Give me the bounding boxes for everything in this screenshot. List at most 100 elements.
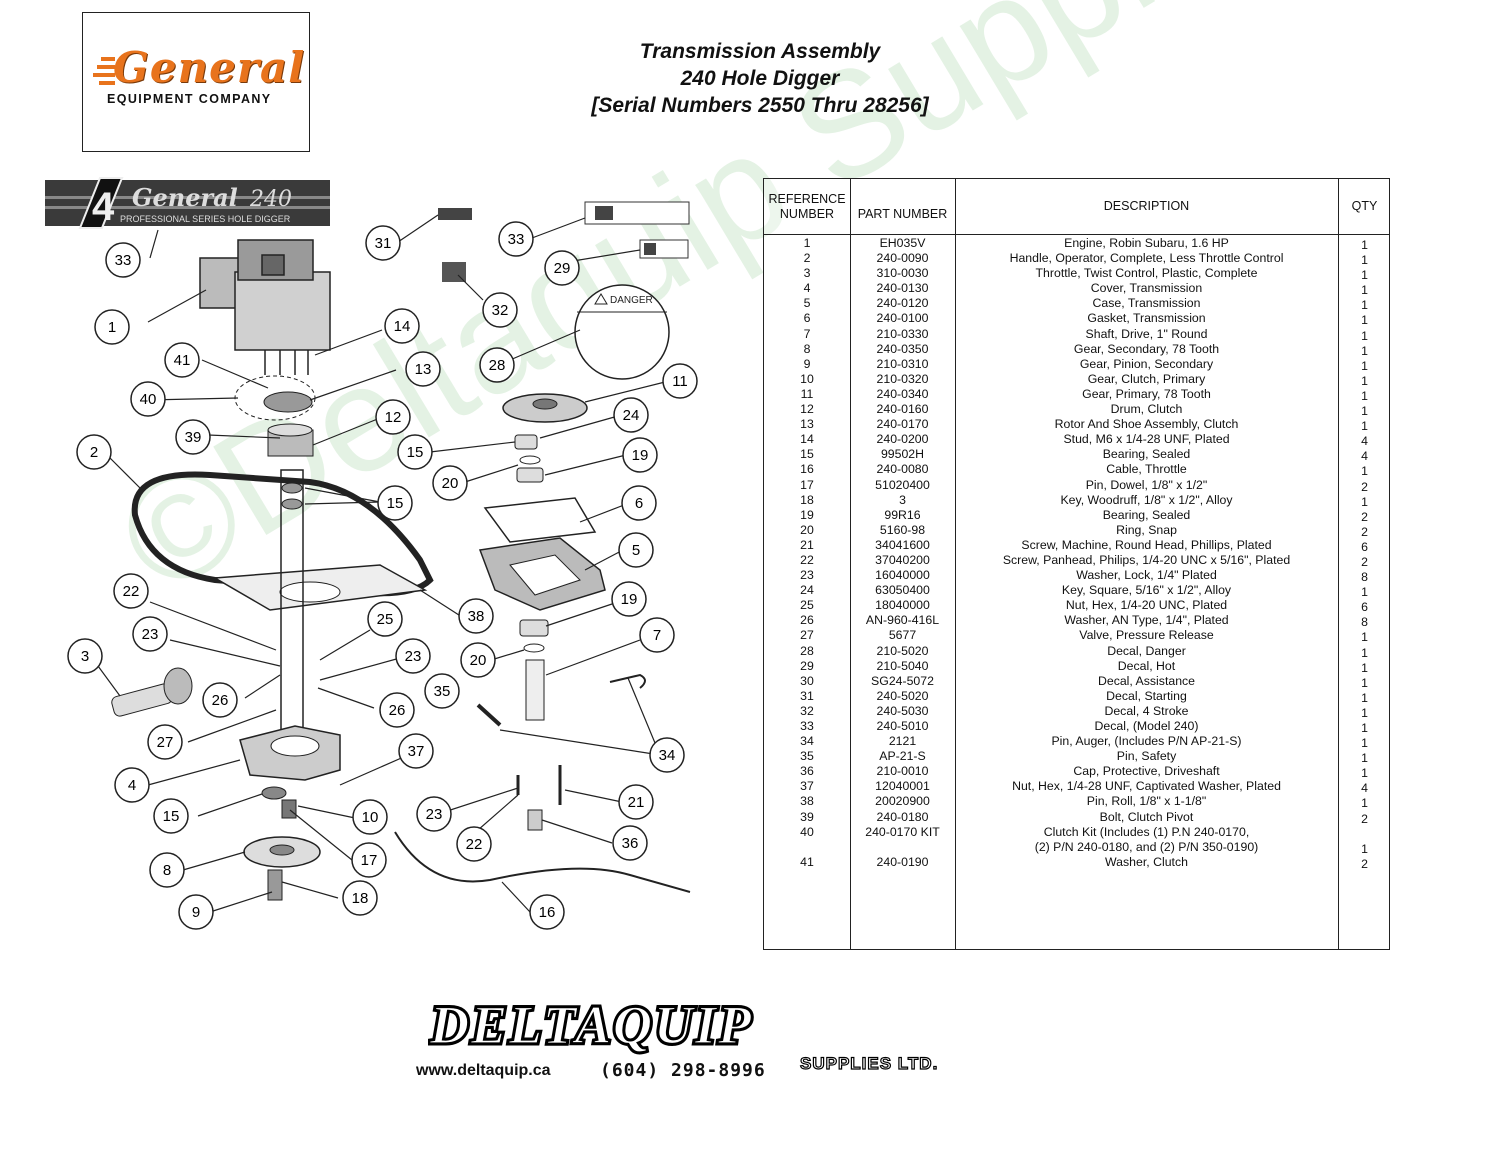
cell-qty: 1 — [1361, 358, 1368, 373]
callout-35: 35 — [424, 673, 460, 709]
cell-description: Screw, Machine, Round Head, Phillips, Pl… — [1021, 537, 1272, 552]
cell-description: Decal, Starting — [1106, 688, 1187, 703]
cell-part-number: 310-0030 — [876, 266, 929, 281]
svg-text:2: 2 — [90, 444, 98, 461]
throttle-cable — [394, 831, 691, 893]
cell-description: Drum, Clutch — [1110, 402, 1183, 417]
cell-part-number: 240-0200 — [876, 432, 929, 447]
protective-cap — [527, 809, 543, 831]
cell-ref-number: 38 — [800, 794, 814, 809]
callout-36: 36 — [612, 825, 648, 861]
svg-text:22: 22 — [123, 583, 140, 600]
cell-part-number: 3 — [899, 492, 906, 507]
cell-qty: 1 — [1361, 419, 1368, 434]
website-link[interactable]: www.deltaquip.ca — [416, 1062, 551, 1079]
svg-text:1: 1 — [108, 319, 116, 336]
cell-description: Gear, Pinion, Secondary — [1079, 356, 1214, 371]
cell-description: Shaft, Drive, 1" Round — [1085, 326, 1208, 341]
cell-ref-number: 22 — [800, 552, 814, 567]
cell-description: Nut, Hex, 1/4-28 UNF, Captivated Washer,… — [1012, 779, 1281, 794]
callout-19b: 19 — [611, 581, 647, 617]
svg-text:15: 15 — [163, 808, 180, 825]
cell-qty: 1 — [1361, 253, 1368, 268]
brand-logo: General EQUIPMENT COMPANY — [82, 12, 310, 152]
cell-description: Case, Transmission — [1092, 296, 1201, 311]
cell-part-number: 20020900 — [875, 794, 930, 809]
cell-ref-number: 28 — [800, 643, 814, 658]
cell-part-number: 240-0120 — [876, 296, 929, 311]
title-line-2: 240 Hole Digger — [680, 67, 840, 90]
cell-part-number: 16040000 — [875, 568, 930, 583]
cell-qty: 8 — [1361, 570, 1368, 585]
cell-qty: 1 — [1361, 404, 1368, 419]
svg-text:25: 25 — [377, 611, 394, 628]
cell-part-number: 99R16 — [884, 507, 921, 522]
callout-31: 31 — [365, 225, 401, 261]
callout-24: 24 — [613, 397, 649, 433]
svg-text:9: 9 — [192, 904, 200, 921]
callout-5: 5 — [618, 532, 654, 568]
cell-description: Pin, Safety — [1116, 749, 1177, 764]
cell-part-number: 240-0160 — [876, 402, 929, 417]
callout-39: 39 — [175, 419, 211, 455]
cell-description: Key, Square, 5/16" x 1/2", Alloy — [1061, 583, 1232, 598]
callout-32: 32 — [482, 292, 518, 328]
callout-3: 3 — [67, 638, 103, 674]
cell-ref-number: 37 — [800, 779, 814, 794]
svg-text:27: 27 — [157, 734, 174, 751]
cell-part-number: 240-0130 — [876, 281, 929, 296]
cell-part-number: 210-5040 — [876, 658, 929, 673]
cell-description: Throttle, Twist Control, Plastic, Comple… — [1035, 266, 1258, 281]
cell-part-number: 240-5010 — [876, 719, 929, 733]
cell-part-number: 210-0320 — [876, 371, 929, 386]
cell-ref-number: 24 — [800, 583, 814, 598]
cell-part-number: 240-5030 — [876, 703, 929, 718]
callout-15c: 15 — [153, 798, 189, 834]
cell-description: Bearing, Sealed — [1102, 447, 1191, 462]
svg-text:15: 15 — [407, 444, 424, 461]
svg-text:37: 37 — [408, 743, 425, 760]
cell-ref-number: 36 — [800, 764, 814, 779]
cell-part-number: 5160-98 — [879, 522, 926, 537]
callout-26b: 26 — [379, 692, 415, 728]
cell-part-number: SG24-5072 — [871, 673, 934, 688]
cell-part-number: 240-5020 — [876, 688, 929, 703]
cell-part-number: 240-0080 — [876, 462, 929, 477]
callout-33: 33 — [105, 242, 141, 278]
callout-23b: 23 — [395, 638, 431, 674]
cell-ref-number: 13 — [800, 417, 814, 432]
cell-ref-number: 23 — [800, 568, 814, 583]
logo-sub: SUPPLIES LTD. — [800, 1054, 938, 1073]
cell-description: Gasket, Transmission — [1087, 311, 1206, 326]
cell-description-line-2: (2) P/N 240-0180, and (2) P/N 350-0190) — [1034, 839, 1259, 854]
cell-description: Decal, Danger — [1107, 643, 1186, 658]
cell-ref-number: 9 — [803, 356, 811, 371]
cell-ref-number: 4 — [803, 281, 811, 296]
cell-qty: 2 — [1361, 554, 1368, 569]
cell-qty: 1 — [1361, 705, 1368, 720]
callout-19a: 19 — [622, 437, 658, 473]
cell-qty: 6 — [1361, 539, 1368, 554]
cell-description: Rotor And Shoe Assembly, Clutch — [1054, 417, 1239, 432]
pinion-gear — [267, 869, 283, 901]
callout-20b: 20 — [460, 642, 496, 678]
cell-qty: 1 — [1361, 238, 1368, 252]
cell-ref-number: 30 — [800, 673, 814, 688]
svg-text:20: 20 — [442, 475, 459, 492]
callout-2: 2 — [76, 434, 112, 470]
cell-ref-number: 8 — [803, 341, 811, 356]
cell-qty: 1 — [1361, 841, 1368, 856]
cell-part-number: 240-0180 — [876, 809, 929, 824]
brand-subtitle: EQUIPMENT COMPANY — [107, 92, 272, 106]
